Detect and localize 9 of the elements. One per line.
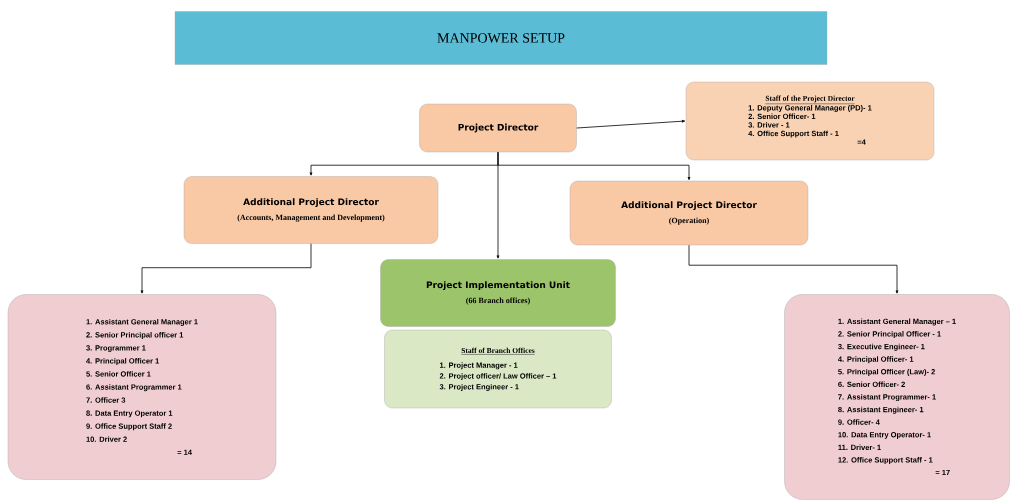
banner-box: MANPOWER SETUP (174, 11, 828, 65)
process-box: Additional Project Director (Accounts, Management and Development) (183, 176, 439, 244)
arrow (496, 151, 500, 259)
arrow (140, 243, 312, 294)
arrow (688, 244, 899, 294)
process-box: Project Implementation Unit (66 Branch offices) (380, 259, 616, 327)
arrow (576, 119, 686, 129)
process-box: Project Director (419, 103, 577, 153)
process-box: Additional Project Director (Operation) (569, 180, 809, 246)
